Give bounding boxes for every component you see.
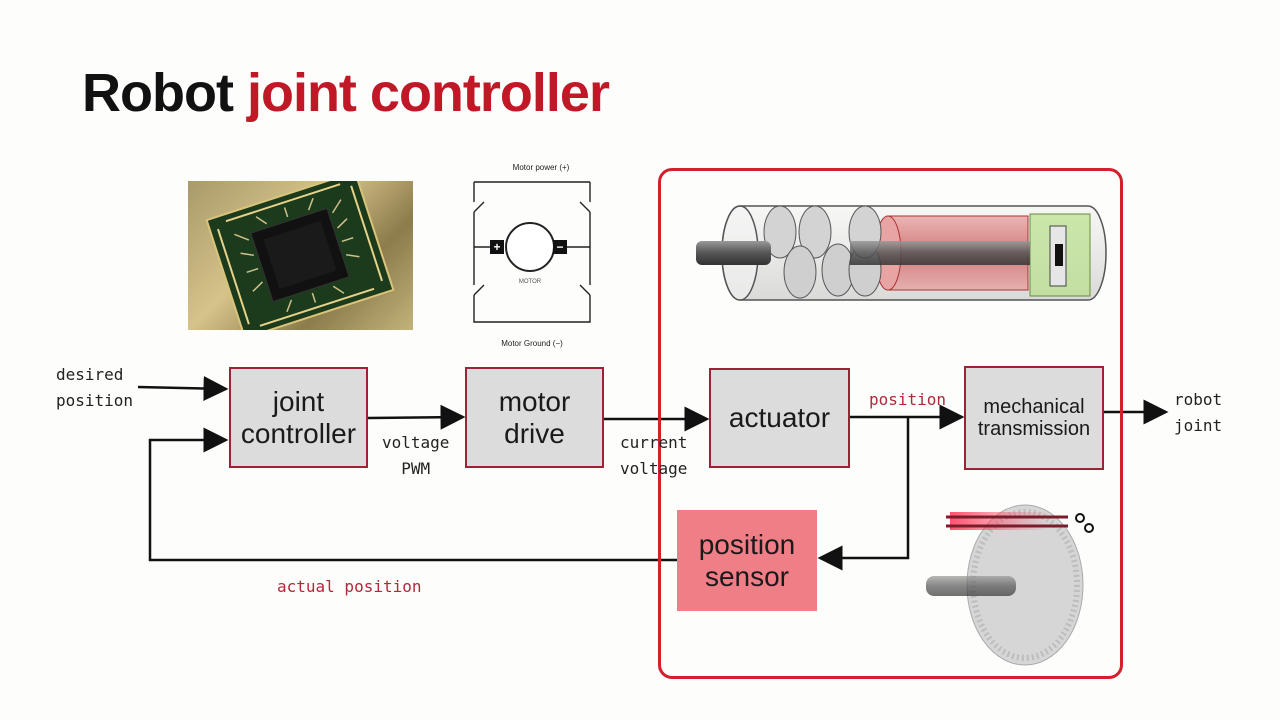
motor-power-label: Motor power (+) [513,163,570,172]
chip-drawing [205,181,395,330]
mechanical-transmission-label: mechanical transmission [977,395,1091,440]
voltage-pwm-label: voltage PWM [382,433,450,478]
motor-ground-label: Motor Ground (−) [501,339,563,348]
sensor-feedback-arrow [817,418,910,571]
microcontroller-chip-image [188,181,413,330]
mechanical-transmission-block: mechanical transmission [964,366,1104,470]
rotary-encoder-illustration [926,504,1094,666]
desired-position-label: desired position [56,365,134,410]
plus-terminal [490,240,504,254]
robot-joint-label: robot joint [1174,390,1223,435]
voltage-arrow [367,404,466,430]
desired-position-arrow [137,375,229,401]
geared-motor-illustration [696,205,1107,301]
title-part-red: joint controller [246,63,610,123]
actual-position-label: actual position [277,577,422,596]
actual-position-arrow [148,427,677,562]
position-sensor-block: position sensor [677,510,817,611]
current-voltage-label: current voltage [620,433,688,478]
minus-terminal [553,240,567,254]
actuator-label: actuator [728,402,831,434]
h-bridge-circuit [473,181,591,323]
position-label: position [869,390,947,409]
minus-sign: − [556,240,563,254]
title-part-black: Robot [82,63,247,123]
actuator-group-frame [658,168,1123,679]
motor-drive-label: motor drive [498,386,571,449]
plus-sign: + [493,240,500,254]
position-sensor-label: position sensor [698,529,796,592]
slide-title: Robot joint controller [82,62,610,124]
joint-controller-label: joint controller [240,386,357,449]
joint-controller-block: joint controller [229,367,368,468]
signal-arrows [137,375,1169,571]
motor-label: MOTOR [519,279,542,285]
motor-drive-block: motor drive [465,367,604,468]
actuator-block: actuator [709,368,850,468]
